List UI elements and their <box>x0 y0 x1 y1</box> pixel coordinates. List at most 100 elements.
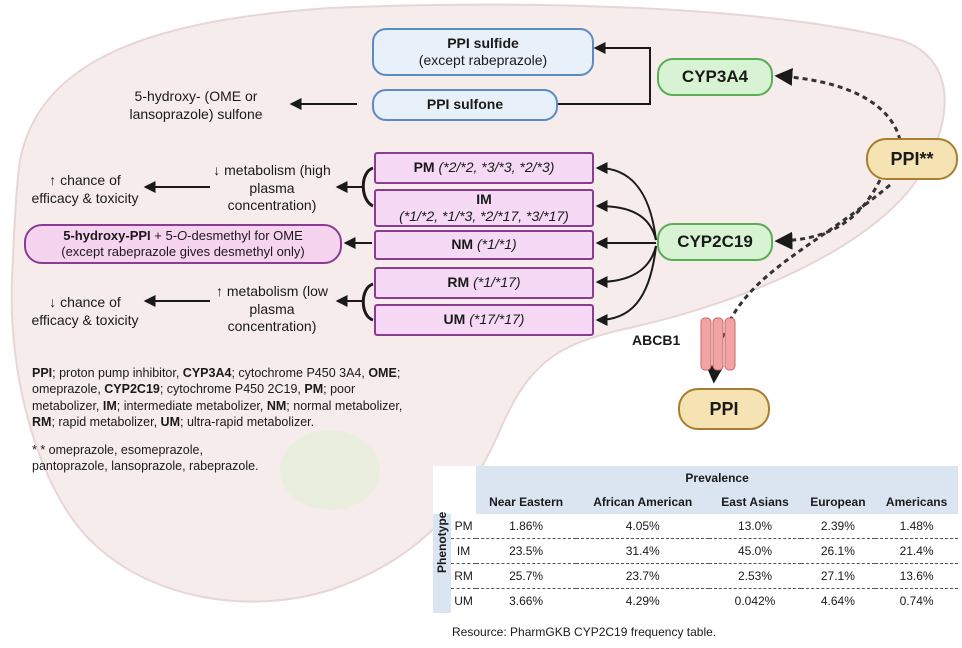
nm-product-rest1: + 5- <box>150 227 178 243</box>
cyp3a4-box: CYP3A4 <box>657 58 773 96</box>
corner-empty-4 <box>451 490 477 514</box>
abbr-term: UM <box>160 414 180 429</box>
row-phenotype: RM <box>454 569 473 583</box>
prevalence-title: Prevalence <box>476 466 958 490</box>
pm-im-bracket <box>361 166 374 208</box>
nm-product-rest2: -desmethyl for OME <box>187 227 303 243</box>
rm-um-bracket <box>361 282 374 322</box>
table-row: Phenotype PM 1.86% 4.05% 13.0% 2.39% 1.4… <box>433 511 958 613</box>
cyp2c19-label: CYP2C19 <box>677 232 753 252</box>
row-phenotype: UM <box>454 594 473 608</box>
im-genotype: (*1/*2, *1/*3, *2/*17, *3/*17) <box>399 208 569 224</box>
ppi-to-cyp3a4-dashed <box>774 67 902 141</box>
table-cell: 3.66% <box>509 594 544 608</box>
abbr-desc: ; cytochrome P450 2C19, <box>159 382 305 397</box>
cyp3a4-label: CYP3A4 <box>681 67 749 87</box>
ppi-input-box: PPI** <box>866 138 958 180</box>
phenotype-axis-text: Phenotype <box>435 511 449 573</box>
pm-code: PM <box>413 159 435 176</box>
abbr-term: CYP2C19 <box>104 382 160 397</box>
table-cell: 1.48% <box>899 519 934 533</box>
um-code: UM <box>443 311 466 328</box>
phenotype-nm-box: NM (*1/*1) <box>374 230 594 260</box>
phenotype-rm-box: RM (*1/*17) <box>374 267 594 299</box>
nm-genotype: (*1/*1) <box>476 236 517 253</box>
table-cell: 2.53% <box>737 569 772 583</box>
abcb1-label: ABCB1 <box>632 332 681 348</box>
corner-empty-3 <box>433 490 451 514</box>
table-row: UM 3.66% 4.29% 0.042% 4.64% 0.74% <box>433 588 958 614</box>
abbr-desc: ; intermediate metabolizer, <box>116 398 267 413</box>
abbr-desc: ; rapid metabolizer, <box>51 414 161 429</box>
rm-code: RM <box>447 274 470 291</box>
abcb1-transporter-icon <box>700 317 736 371</box>
ppi-output-label: PPI <box>709 398 739 419</box>
abbr-desc: ; cytochrome P450 3A4, <box>231 366 369 380</box>
cyp2c19-box: CYP2C19 <box>657 223 773 261</box>
ppi-sulfone-name: PPI sulfone <box>426 96 504 113</box>
table-cell: 23.5% <box>509 544 544 558</box>
table-cell: 27.1% <box>820 569 855 583</box>
gallbladder-shape <box>280 430 380 510</box>
resource-note: Resource: PharmGKB CYP2C19 frequency tab… <box>452 625 717 639</box>
table-cell: 45.0% <box>737 544 772 558</box>
table-cell: 2.39% <box>820 519 855 533</box>
ppi-sulfone-box: PPI sulfone <box>372 89 558 121</box>
abbr-desc: ; omeprazole, <box>32 366 401 397</box>
cyp2c19-to-im <box>595 200 657 241</box>
table-cell: 0.74% <box>899 594 934 608</box>
abbr-term: CYP3A4 <box>182 366 232 380</box>
phenotype-pm-box: PM (*2/*2, *3/*3, *2/*3) <box>374 152 594 184</box>
um-genotype: (*17/*17) <box>469 311 525 328</box>
phenotype-um-box: UM (*17/*17) <box>374 304 594 336</box>
table-cell: 13.6% <box>899 569 934 583</box>
abbr-term: NM <box>266 398 287 413</box>
increased-efficacy-label: ↑ chance of efficacy & toxicity <box>31 172 139 206</box>
table-cell: 25.7% <box>509 569 544 583</box>
prevalence-table: Prevalence Near Eastern African American… <box>433 466 958 613</box>
cyp2c19-to-rm <box>595 245 657 288</box>
table-cell: 21.4% <box>899 544 934 558</box>
increased-metabolism-label: ↑ metabolism (low plasma concentration) <box>215 283 329 334</box>
abbr-term: RM <box>32 414 52 429</box>
table-cell: 4.29% <box>625 594 660 608</box>
decreased-efficacy-label: ↓ chance of efficacy & toxicity <box>31 294 139 328</box>
nm-code: NM <box>451 236 474 253</box>
table-cell: 23.7% <box>625 569 660 583</box>
abbreviation-legend: PPI; proton pump inhibitor, CYP3A4; cyto… <box>32 365 412 487</box>
abbr-desc: ; poor metabolizer, <box>32 382 356 413</box>
cyp3a4-bracket <box>558 42 651 105</box>
row-phenotype: PM <box>454 519 473 533</box>
nm-product-bold: 5-hydroxy-PPI <box>63 227 151 243</box>
table-row: IM 23.5% 31.4% 45.0% 26.1% 21.4% <box>433 538 958 564</box>
liver-shape <box>10 3 946 603</box>
ppi-sulfide-name: PPI sulfide <box>447 34 519 51</box>
abbr-term: PPI <box>32 366 53 380</box>
col-header: Near Eastern <box>476 490 577 514</box>
abbr-desc: ; normal metabolizer, <box>286 398 403 413</box>
table-row: RM 25.7% 23.7% 2.53% 27.1% 13.6% <box>433 563 958 589</box>
pm-genotype: (*2/*2, *3/*3, *2/*3) <box>438 159 555 176</box>
ppi-output-box: PPI <box>678 388 770 430</box>
im-code: IM <box>476 190 492 207</box>
ppi-sulfide-note: (except rabeprazole) <box>418 52 548 68</box>
hydroxy-sulfone-label: 5-hydroxy- (OME or lansoprazole) sulfone <box>129 88 263 122</box>
footnote: * * omeprazole, esomeprazole, pantoprazo… <box>32 443 259 474</box>
table-cell: 4.05% <box>625 519 660 533</box>
table-cell: 4.64% <box>820 594 855 608</box>
cyp2c19-to-um <box>595 245 657 326</box>
phenotype-axis-label: Phenotype <box>433 511 451 613</box>
abbr-term: IM <box>102 398 117 413</box>
table-cell: 0.042% <box>734 594 776 608</box>
decreased-metabolism-label: ↓ metabolism (high plasma concentration) <box>213 162 331 213</box>
table-cell: 13.0% <box>737 519 772 533</box>
rm-genotype: (*1/*17) <box>473 274 521 291</box>
abbr-term: OME <box>368 366 397 380</box>
ppi-to-cyp2c19-dashed <box>774 179 882 250</box>
nm-product-line2: (except rabeprazole gives desmethyl only… <box>61 244 305 259</box>
table-cell: 26.1% <box>820 544 855 558</box>
col-header: Americans <box>875 490 958 514</box>
table-cell: 1.86% <box>509 519 544 533</box>
abbr-term: PM <box>304 382 324 397</box>
